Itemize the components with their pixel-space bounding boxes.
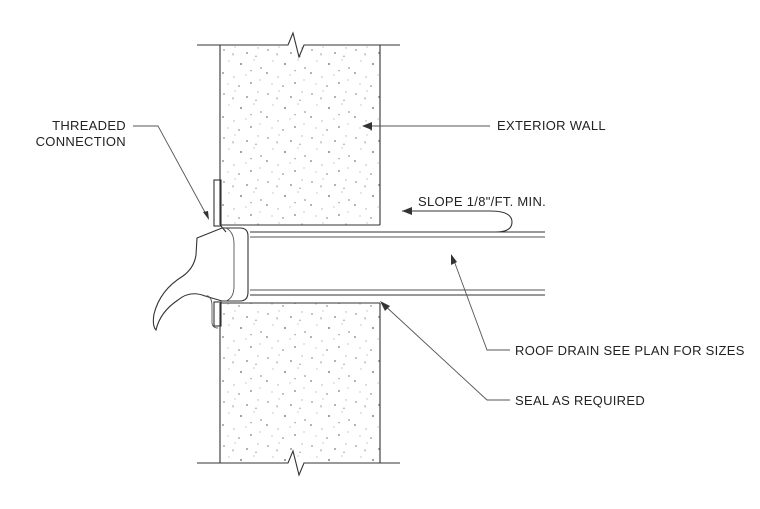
label-roof-drain: ROOF DRAIN SEE PLAN FOR SIZES xyxy=(515,343,745,358)
label-threaded-line2: CONNECTION xyxy=(35,134,126,149)
upper-wall xyxy=(219,45,381,226)
label-slope: SLOPE 1/8"/FT. MIN. xyxy=(418,194,547,209)
leader-roof-drain xyxy=(451,254,510,351)
drain-pipe xyxy=(250,231,545,296)
scupper-spout xyxy=(152,227,249,332)
lower-wall xyxy=(219,302,381,463)
top-break-line xyxy=(197,31,400,59)
flange-plate xyxy=(213,179,227,327)
slope-arrow xyxy=(402,207,513,233)
leader-seal xyxy=(380,301,510,401)
label-seal: SEAL AS REQUIRED xyxy=(515,393,646,408)
leader-threaded xyxy=(133,125,209,220)
bottom-break-line xyxy=(197,449,400,477)
label-threaded-line1: THREADED xyxy=(52,118,126,133)
label-exterior-wall: EXTERIOR WALL xyxy=(497,118,606,133)
leader-exterior-wall xyxy=(362,122,490,130)
